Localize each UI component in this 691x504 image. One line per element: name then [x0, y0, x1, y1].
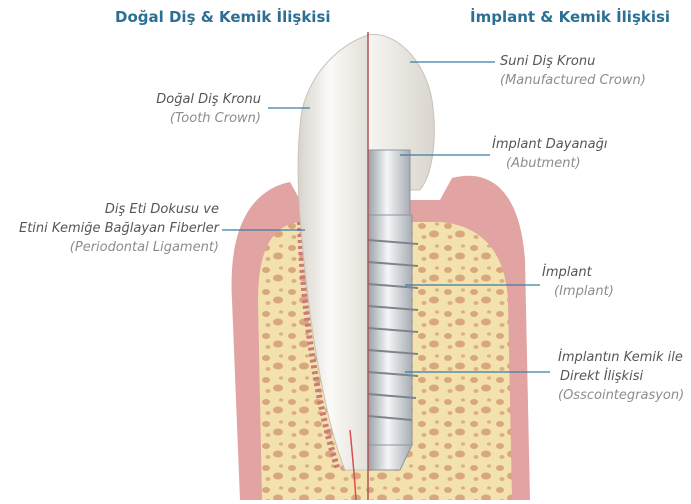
- periodontal-label: Diş Eti Dokusu ve Etini Kemiğe Bağlayan …: [19, 200, 219, 257]
- tooth-crown-label-tr: Doğal Diş Kronu: [156, 90, 261, 109]
- abutment-label: İmplant Dayanağı (Abutment): [492, 135, 608, 173]
- periodontal-label-tr1: Diş Eti Dokusu ve: [19, 200, 219, 219]
- crown-label-en: (Manufactured Crown): [500, 71, 646, 90]
- implant-label: İmplant (Implant): [542, 263, 614, 301]
- crown-label: Suni Diş Kronu (Manufactured Crown): [500, 52, 646, 90]
- implant-label-en: (Implant): [542, 282, 614, 301]
- osseo-label-tr1: İmplantın Kemik ile: [558, 348, 684, 367]
- tooth-crown-label-en: (Tooth Crown): [156, 109, 261, 128]
- osseointegration-label: İmplantın Kemik ile Direkt İlişkisi (Oss…: [558, 348, 684, 405]
- abutment-label-tr: İmplant Dayanağı: [492, 135, 608, 154]
- periodontal-label-tr2: Etini Kemiğe Bağlayan Fiberler: [19, 219, 219, 238]
- crown-label-tr: Suni Diş Kronu: [500, 52, 646, 71]
- implant-body: [368, 215, 418, 470]
- abutment: [368, 150, 410, 215]
- implant-label-tr: İmplant: [542, 263, 614, 282]
- periodontal-label-en: (Periodontal Ligament): [19, 238, 219, 257]
- tooth-crown-label: Doğal Diş Kronu (Tooth Crown): [156, 90, 261, 128]
- osseo-label-tr2: Direkt İlişkisi: [558, 367, 684, 386]
- osseo-label-en: (Osscointegrasyon): [558, 386, 684, 405]
- abutment-label-en: (Abutment): [492, 154, 608, 173]
